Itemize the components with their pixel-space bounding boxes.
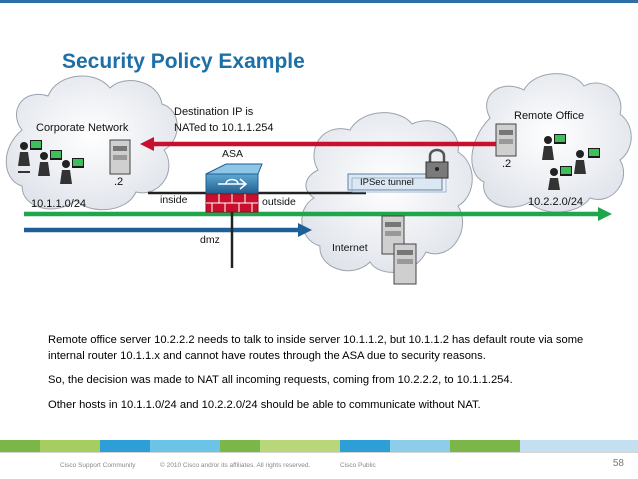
page-number: 58 <box>612 458 624 469</box>
corporate-server-icon <box>109 139 131 175</box>
corporate-subnet-label: 10.1.1.0/24 <box>31 198 87 210</box>
blue-flow-arrow <box>24 223 312 237</box>
red-flow-arrow <box>140 137 500 151</box>
body-paragraph-1: Remote office server 10.2.2.2 needs to t… <box>48 334 584 362</box>
corporate-network-label: Corporate Network <box>36 122 129 134</box>
nat-note-line2: NATed to 10.1.1.254 <box>174 122 274 134</box>
footer-classification: Cisco Public <box>340 462 376 469</box>
padlock-icon <box>425 148 449 179</box>
body-paragraph-2: So, the decision was made to NAT all inc… <box>48 374 513 386</box>
asa-firewall-icon <box>205 163 263 213</box>
asa-label: ASA <box>222 148 244 160</box>
corporate-server-host-label: .2 <box>114 176 124 188</box>
internet-server-icon <box>381 215 417 285</box>
footer-copyright: © 2010 Cisco and/or its affiliates. All … <box>160 462 311 469</box>
remote-server-icon <box>495 123 517 157</box>
remote-cloud <box>471 73 632 213</box>
footer-band <box>0 440 638 453</box>
dmz-interface-label: dmz <box>200 234 220 246</box>
header-band <box>0 0 638 3</box>
body-paragraph-3: Other hosts in 10.1.1.0/24 and 10.2.2.0/… <box>48 399 481 411</box>
inside-interface-label: inside <box>160 194 188 206</box>
corporate-user-icon <box>18 140 84 184</box>
internet-label: Internet <box>332 242 368 254</box>
corporate-cloud <box>5 75 178 211</box>
nat-note-line1: Destination IP is <box>174 106 254 118</box>
remote-office-label: Remote Office <box>514 110 585 122</box>
remote-server-host-label: .2 <box>502 158 512 170</box>
remote-subnet-label: 10.2.2.0/24 <box>528 196 584 208</box>
outside-interface-label: outside <box>262 196 296 208</box>
ipsec-tunnel-label: IPSec tunnel <box>360 177 414 188</box>
green-flow-arrow <box>24 207 612 221</box>
remote-user-icon <box>542 134 600 190</box>
slide-title: Security Policy Example <box>62 50 305 73</box>
footer-community: Cisco Support Community <box>60 462 136 469</box>
